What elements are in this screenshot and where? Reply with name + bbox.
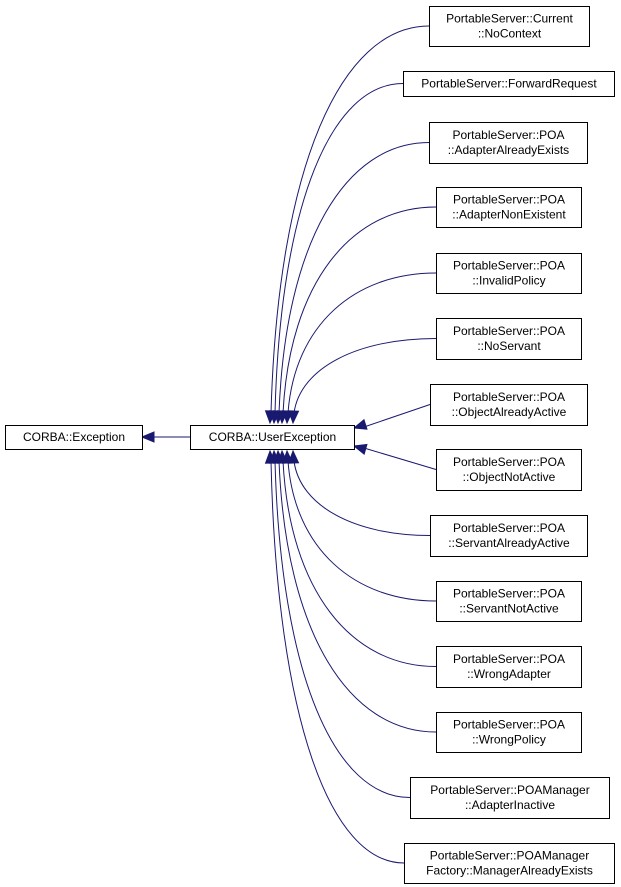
- node-servantnotactive[interactable]: PortableServer::POA::ServantNotActive: [436, 581, 582, 622]
- node-label: PortableServer::POAManager: [430, 849, 589, 863]
- node-box: [430, 515, 588, 557]
- edge-objectalreadyactive-to-corba-userexception: [352, 404, 431, 430]
- node-adapternonexistent[interactable]: PortableServer::POA::AdapterNonExistent: [436, 187, 582, 228]
- node-label: ::AdapterInactive: [465, 798, 555, 812]
- node-label: PortableServer::POA: [453, 652, 565, 666]
- node-box: [436, 318, 582, 360]
- node-label: Factory::ManagerAlreadyExists: [426, 864, 593, 878]
- node-manageralreadyexists[interactable]: PortableServer::POAManagerFactory::Manag…: [404, 843, 615, 884]
- node-objectalreadyactive[interactable]: PortableServer::POA::ObjectAlreadyActive: [430, 384, 588, 426]
- node-box: [436, 712, 582, 753]
- edge-adapteralreadyexists-to-corba-userexception: [272, 142, 430, 425]
- node-label: CORBA::UserException: [209, 430, 336, 444]
- node-label: PortableServer::POA: [453, 718, 565, 732]
- edge-arrowhead: [264, 449, 277, 464]
- edge-noservant-to-corba-userexception: [287, 338, 437, 425]
- edge-arrowhead: [140, 431, 155, 443]
- node-label: ::NoContext: [478, 27, 542, 41]
- node-label: PortableServer::POAManager: [430, 783, 589, 797]
- node-label: ::WrongAdapter: [467, 667, 551, 681]
- node-box: [429, 6, 590, 47]
- node-box: [436, 581, 582, 622]
- edge-line: [270, 25, 430, 414]
- edge-line: [274, 460, 411, 798]
- edge-line: [293, 338, 437, 414]
- node-box: [436, 253, 582, 294]
- node-box: [430, 384, 588, 426]
- node-label: ::ObjectAlreadyActive: [452, 405, 567, 419]
- edge-line: [363, 447, 437, 470]
- node-adapterinactive[interactable]: PortableServer::POAManager::AdapterInact…: [410, 777, 610, 819]
- node-label: PortableServer::POA: [453, 587, 565, 601]
- edge-manageralreadyexists-to-corba-userexception: [264, 449, 405, 864]
- node-corba-exception[interactable]: CORBA::Exception: [5, 425, 143, 450]
- edges-layer: [140, 25, 437, 864]
- node-label: PortableServer::POA: [453, 259, 565, 273]
- edge-line: [282, 206, 437, 414]
- edge-objectnotactive-to-corba-userexception: [352, 443, 437, 470]
- node-label: PortableServer::POA: [453, 390, 565, 404]
- node-label: PortableServer::Current: [446, 12, 573, 26]
- node-label: ::AdapterNonExistent: [452, 208, 566, 222]
- edge-line: [287, 460, 437, 602]
- edge-invalidpolicy-to-corba-userexception: [281, 272, 437, 425]
- node-label: PortableServer::POA: [452, 128, 564, 142]
- edge-line: [278, 460, 437, 733]
- edge-arrowhead: [352, 418, 368, 430]
- node-label: PortableServer::ForwardRequest: [421, 77, 597, 91]
- node-label: ::AdapterAlreadyExists: [448, 143, 569, 157]
- node-box: [5, 425, 143, 450]
- edge-line: [282, 460, 437, 667]
- edge-servantnotactive-to-corba-userexception: [281, 449, 437, 602]
- edge-line: [278, 142, 430, 414]
- node-label: ::ServantNotActive: [459, 602, 559, 616]
- edge-line: [293, 460, 431, 536]
- node-label: CORBA::Exception: [23, 430, 125, 444]
- node-label: ::ObjectNotActive: [463, 470, 556, 484]
- node-label: PortableServer::POA: [453, 324, 565, 338]
- node-box: [403, 71, 615, 97]
- node-noservant[interactable]: PortableServer::POA::NoServant: [436, 318, 582, 360]
- node-nocontext[interactable]: PortableServer::Current::NoContext: [429, 6, 590, 47]
- node-label: PortableServer::POA: [453, 521, 565, 535]
- node-label: PortableServer::POA: [453, 193, 565, 207]
- node-box: [436, 187, 582, 228]
- node-box: [429, 122, 588, 164]
- node-box: [436, 646, 582, 688]
- node-forwardrequest[interactable]: PortableServer::ForwardRequest: [403, 71, 615, 97]
- node-wrongpolicy[interactable]: PortableServer::POA::WrongPolicy: [436, 712, 582, 753]
- node-label: PortableServer::POA: [453, 455, 565, 469]
- node-wrongadapter[interactable]: PortableServer::POA::WrongAdapter: [436, 646, 582, 688]
- node-adapteralreadyexists[interactable]: PortableServer::POA::AdapterAlreadyExist…: [429, 122, 588, 164]
- node-label: ::InvalidPolicy: [472, 274, 545, 288]
- node-invalidpolicy[interactable]: PortableServer::POA::InvalidPolicy: [436, 253, 582, 294]
- node-box: [410, 777, 610, 819]
- edge-arrowhead: [352, 443, 368, 455]
- edge-arrowhead: [287, 410, 300, 425]
- node-label: ::NoServant: [477, 339, 541, 353]
- node-corba-userexception[interactable]: CORBA::UserException: [190, 425, 355, 450]
- edge-wrongpolicy-to-corba-userexception: [272, 449, 437, 733]
- edge-line: [287, 272, 437, 414]
- edge-line: [270, 460, 405, 864]
- node-objectnotactive[interactable]: PortableServer::POA::ObjectNotActive: [436, 449, 582, 491]
- node-label: ::WrongPolicy: [472, 733, 546, 747]
- node-box: [404, 843, 615, 884]
- edge-servantalreadyactive-to-corba-userexception: [287, 449, 431, 536]
- node-box: [190, 425, 355, 450]
- edge-line: [274, 83, 404, 414]
- edge-line: [363, 404, 431, 428]
- edge-corba-userexception-to-corba-exception: [140, 431, 190, 443]
- node-servantalreadyactive[interactable]: PortableServer::POA::ServantAlreadyActiv…: [430, 515, 588, 557]
- node-label: ::ServantAlreadyActive: [448, 536, 570, 550]
- node-box: [436, 449, 582, 491]
